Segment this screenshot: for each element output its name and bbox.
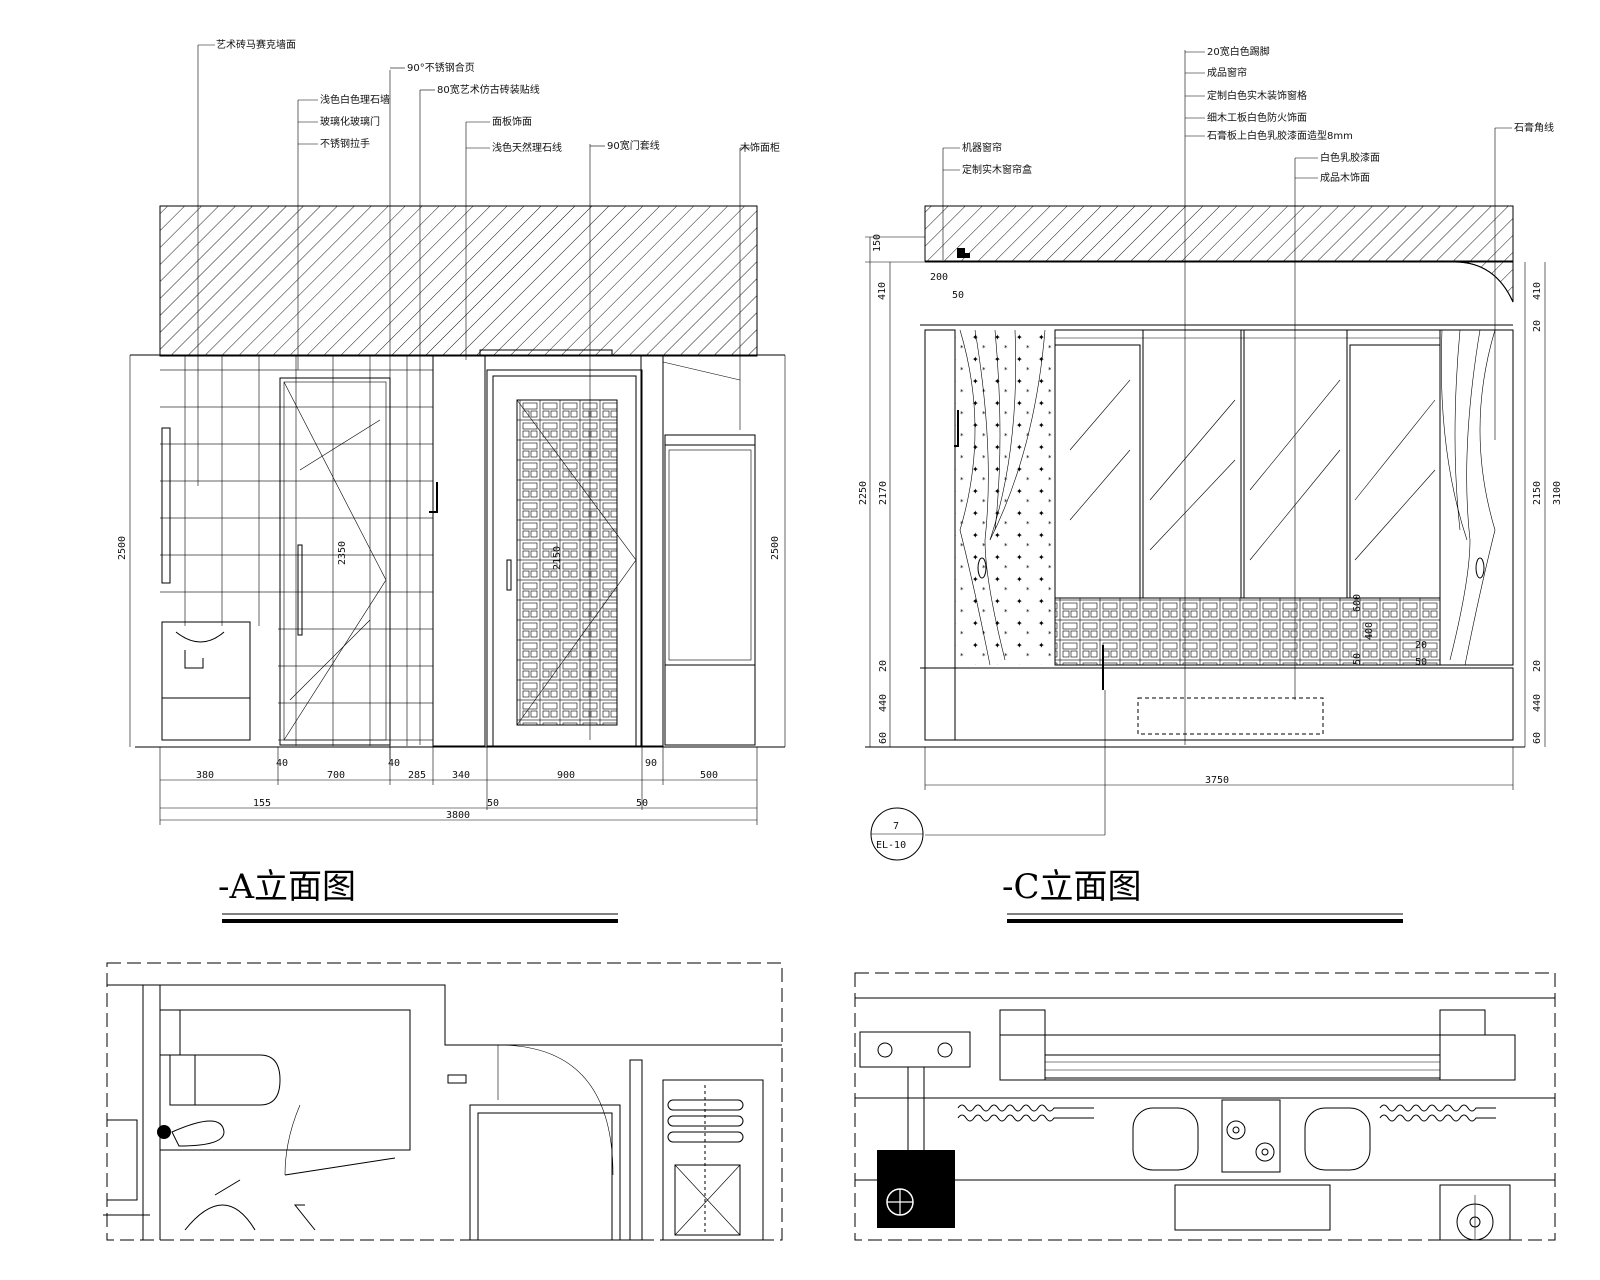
- dim-c-r1: 20: [1532, 320, 1543, 332]
- dimensions-c: [865, 236, 1546, 836]
- dim-c-l8: 60: [878, 732, 889, 744]
- side-panel-left: [924, 329, 956, 741]
- callout-c-1: 定制实木窗帘盒: [962, 163, 1032, 176]
- dim-a-12: 50: [636, 798, 648, 809]
- dim-c-l4: 2250: [858, 481, 869, 505]
- callout-a-0: 艺术砖马赛克墙面: [216, 38, 296, 51]
- door-height-2-label: 2150: [552, 546, 563, 570]
- towel-bar: [161, 427, 171, 584]
- tile-wall: [160, 356, 278, 626]
- dim-a-4: 40: [388, 758, 400, 769]
- stone-panel-a: [432, 355, 486, 747]
- dim-c-i3: 50: [1415, 657, 1427, 668]
- callout-c-7: 白色乳胶漆面: [1320, 151, 1380, 164]
- dimensions-a: [129, 355, 786, 825]
- dim-a-1: 380: [196, 770, 214, 781]
- callout-c-0: 机器窗帘: [962, 141, 1002, 154]
- dim-c-i1: 400: [1364, 622, 1375, 640]
- curtain-right: [1440, 329, 1496, 666]
- floor-drain-icon: [157, 1125, 171, 1139]
- ceiling-hatch-a: [159, 205, 758, 357]
- callout-a-5: 80宽艺术仿古砖装贴线: [437, 83, 540, 96]
- dim-a-3: 700: [327, 770, 345, 781]
- dim-c-l3: 410: [877, 282, 888, 300]
- dim-c-l0: 150: [872, 234, 883, 252]
- section-marker-top: 7: [893, 821, 899, 832]
- dim-c-l2: 50: [952, 290, 964, 301]
- callout-a-7: 浅色天然理石线: [492, 141, 562, 154]
- height-right-a: 2500: [770, 536, 781, 560]
- dim-a-10: 155: [253, 798, 271, 809]
- dim-c-r6: 60: [1532, 732, 1543, 744]
- radiator-icon: [957, 1104, 1094, 1112]
- callout-a-9: 木饰面柜: [740, 141, 780, 154]
- callout-leaders-a: [197, 44, 752, 760]
- dim-c-r4: 20: [1532, 660, 1543, 672]
- dim-a-11: 50: [487, 798, 499, 809]
- window-frames: [1054, 329, 1441, 599]
- callout-a-8: 90宽门套线: [607, 139, 660, 152]
- sink-icon: [171, 1120, 225, 1147]
- callout-c-5: 细木工板白色防火饰面: [1207, 111, 1307, 124]
- column-block: [877, 1150, 955, 1228]
- ceiling-hatch-c: [924, 205, 1514, 262]
- dim-a-7: 900: [557, 770, 575, 781]
- section-marker-bottom: EL-10: [876, 840, 906, 851]
- door-swing-icon: [497, 1044, 614, 1176]
- lattice-door: 2150: [479, 349, 643, 747]
- callout-leaders-c: [942, 50, 1512, 745]
- callout-a-3: 玻璃化玻璃门: [320, 115, 380, 128]
- dim-a-6: 340: [452, 770, 470, 781]
- downlight-icon: [1226, 1120, 1246, 1140]
- callout-c-6: 石膏板上白色乳胶漆面造型8mm: [1207, 129, 1353, 142]
- dim-a-8: 90: [645, 758, 657, 769]
- dim-c-r0: 410: [1532, 282, 1543, 300]
- callout-c-8: 成品木饰面: [1320, 171, 1370, 184]
- stone-base: [954, 667, 1514, 741]
- vanity-cabinet: [161, 621, 251, 741]
- dim-c-l7: 440: [878, 694, 889, 712]
- dim-a-5: 285: [408, 770, 426, 781]
- dim-c-l1: 200: [930, 272, 948, 283]
- dim-c-r5: 440: [1532, 694, 1543, 712]
- plan-c: [854, 972, 1556, 1241]
- plan-a: [103, 962, 783, 1241]
- callout-c-4: 定制白色实木装饰窗格: [1207, 89, 1307, 102]
- section-marker: 7 EL-10: [870, 807, 924, 861]
- dim-a-9: 500: [700, 770, 718, 781]
- dim-c-r2: 2150: [1532, 481, 1543, 505]
- side-panel-right: [1439, 329, 1514, 666]
- tieback-icon: [977, 557, 987, 579]
- elevation-c: 机器窗帘 定制实木窗帘盒 20宽白色踢脚 成品窗帘 定制白色实木装饰窗格 细木工…: [858, 45, 1563, 923]
- curtain-left: [959, 329, 1046, 666]
- dim-a-total: 3800: [446, 810, 470, 821]
- callout-c-3: 成品窗帘: [1207, 66, 1247, 79]
- dim-c-l5: 2170: [878, 481, 889, 505]
- sink-icon: [175, 631, 225, 643]
- elevation-a: 2350 2150: [117, 38, 786, 923]
- title-elevation-c: -C立面图: [1002, 867, 1142, 907]
- dim-c-i0: 600: [1352, 594, 1363, 612]
- glass-door: 2350: [279, 377, 391, 746]
- callout-a-6: 面板饰面: [492, 115, 532, 128]
- callout-c-9: 石膏角线: [1514, 121, 1554, 134]
- dim-c-i4: 50: [1352, 653, 1363, 665]
- callout-a-2: 浅色白色理石墙: [320, 93, 390, 106]
- callout-a-4: 不锈钢拉手: [320, 137, 370, 150]
- tall-cabinet: [662, 361, 756, 746]
- dim-a-2: 40: [276, 758, 288, 769]
- dim-c-l6: 20: [878, 660, 889, 672]
- window-grille: [1054, 597, 1441, 666]
- height-left-a: 2500: [117, 536, 128, 560]
- callout-c-2: 20宽白色踢脚: [1207, 45, 1270, 58]
- toilet-icon: [194, 1054, 281, 1106]
- title-elevation-a: -A立面图: [218, 867, 356, 907]
- dim-c-i2: 20: [1415, 640, 1427, 651]
- dim-c-r3: 3100: [1552, 481, 1563, 505]
- door-height-label: 2350: [337, 541, 348, 565]
- dim-c-total: 3750: [1205, 775, 1229, 786]
- callout-a-1: 90°不锈钢合页: [407, 61, 475, 74]
